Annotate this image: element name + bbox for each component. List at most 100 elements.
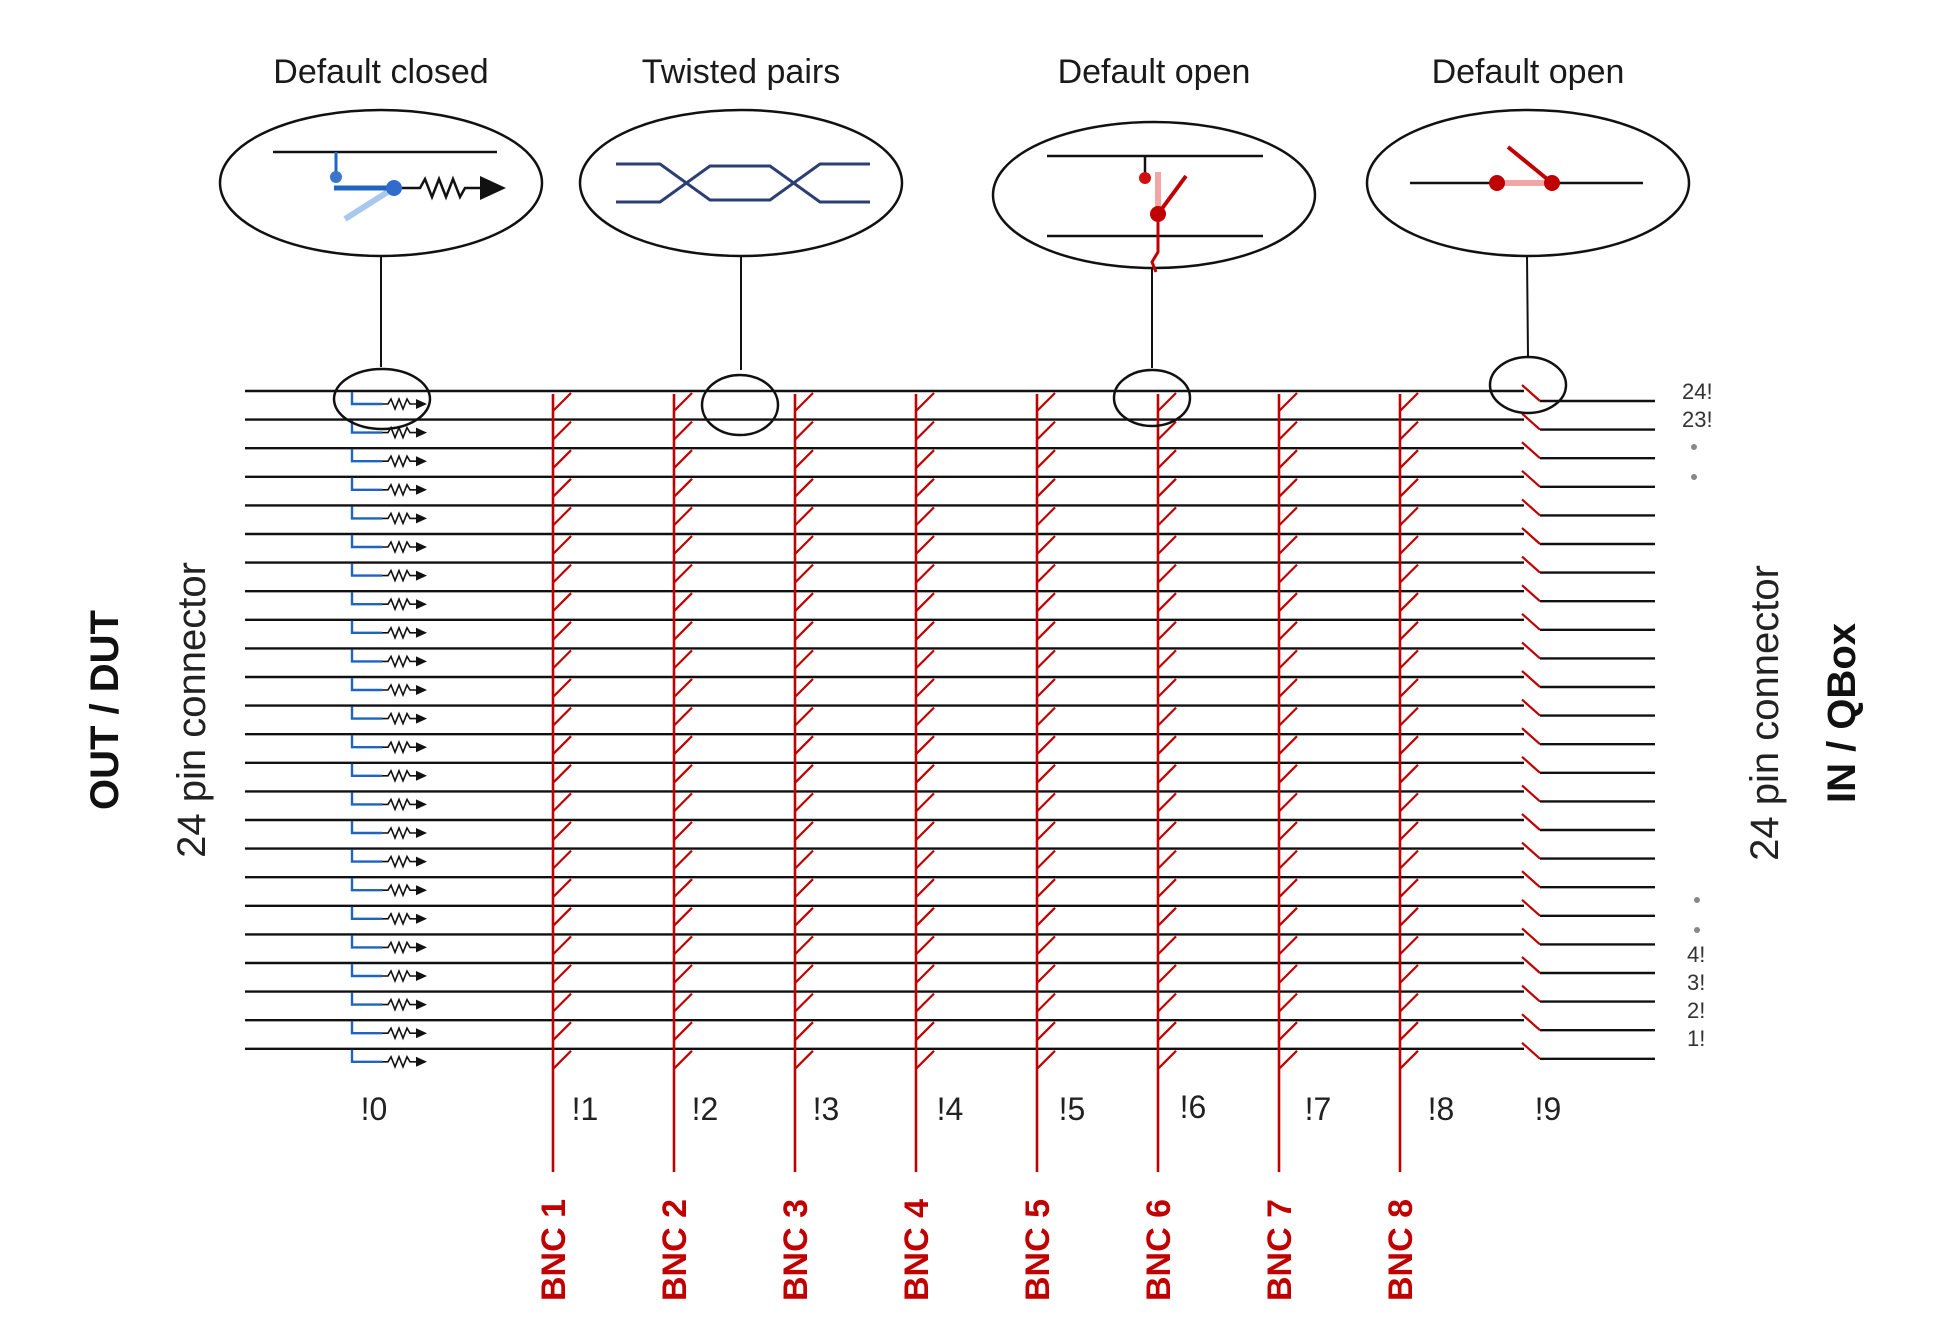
resistor-switch-lead <box>350 935 382 949</box>
resistor-symbol <box>382 997 417 1012</box>
resistor-arrow <box>416 971 427 981</box>
bnc-switch-blade <box>1278 878 1298 898</box>
resistor-arrow <box>416 885 427 896</box>
bnc-switch-blade <box>1278 621 1298 641</box>
resistor-switch-lead <box>350 878 382 892</box>
bnc-switch-blade <box>1036 849 1056 870</box>
resistor-arrow <box>416 570 427 581</box>
resistor-symbol <box>382 911 417 926</box>
resistor-switch-lead <box>350 535 382 549</box>
bnc-switch-blade <box>1278 535 1298 555</box>
resistor-switch-lead <box>350 392 382 406</box>
resistor-symbol <box>382 711 417 726</box>
bnc-switch-blade <box>1036 449 1056 469</box>
resistor-switch-lead <box>350 592 382 606</box>
bnc-switch-blade <box>794 992 814 1013</box>
bnc-switch-blade <box>915 506 935 527</box>
bnc-switch-blade <box>1399 878 1419 898</box>
resistor-arrow <box>416 542 427 552</box>
line-switch-blade <box>1521 412 1541 431</box>
bnc-switch-blade <box>1036 420 1056 441</box>
resistor-symbol <box>382 597 417 612</box>
bnc-switch-blade <box>915 792 935 813</box>
bnc-switch-blade <box>794 706 814 727</box>
column-label-3: !3 <box>813 1091 840 1127</box>
bnc-switch-blade <box>1278 764 1298 784</box>
bnc-switch-blade <box>552 649 572 670</box>
line-switch-blade <box>1521 698 1541 717</box>
resistor-switch-lead <box>350 849 382 863</box>
resistor-switch-lead <box>350 620 382 634</box>
bnc-switch-blade <box>552 563 572 584</box>
resistor-arrow <box>416 942 427 953</box>
bnc-switch-blade <box>915 849 935 870</box>
line-switch-blade <box>1521 612 1541 631</box>
bnc-switch-blade <box>915 649 935 670</box>
bnc-switch-blade <box>1036 563 1056 584</box>
bnc-switch-blade <box>1399 478 1419 498</box>
bnc-switch-blade <box>552 821 572 841</box>
bnc-switch-blade <box>915 935 935 956</box>
line-switch-blade <box>1521 984 1541 1003</box>
bnc-switch-blade <box>673 992 693 1013</box>
bnc-switch-blade <box>552 935 572 956</box>
bnc-switch-blade <box>1399 935 1419 956</box>
bnc-switch-blade <box>552 1050 572 1070</box>
pin-label-23: 23! <box>1682 407 1713 432</box>
resistor-arrow <box>416 856 427 867</box>
bnc-switch-blade <box>1278 964 1298 984</box>
bnc-switch-blade <box>915 420 935 441</box>
line-switch-blade <box>1521 555 1541 574</box>
bnc-switch-blade <box>673 621 693 641</box>
column-label-8: !8 <box>1428 1091 1455 1127</box>
bnc-switch-blade <box>1036 1021 1056 1041</box>
resistor-arrow <box>416 627 427 638</box>
bnc-switch-blade <box>1278 420 1298 441</box>
bnc-switch-blade <box>1036 478 1056 498</box>
callout-default-closed <box>218 108 544 258</box>
line-switch-blade <box>1521 755 1541 774</box>
bnc-switch-blade <box>794 764 814 784</box>
bnc-switch-blade <box>1399 649 1419 670</box>
line-switch-blade <box>1521 927 1541 946</box>
bnc-switch-blade <box>1036 792 1056 813</box>
column-label-5: !5 <box>1059 1091 1086 1127</box>
bnc-switch-blade <box>1278 935 1298 956</box>
resistor-arrow <box>416 742 427 753</box>
resistor-switch-lead <box>350 763 382 777</box>
bnc-switch-blade <box>1157 621 1177 641</box>
bnc-switch-blade <box>915 1021 935 1041</box>
bnc-switch-blade <box>673 649 693 670</box>
resistor-symbol <box>382 396 417 412</box>
bnc-switch-blade <box>794 1050 814 1070</box>
pin-ellipsis-dot <box>1694 897 1700 903</box>
bnc-switch-blade <box>673 563 693 584</box>
resistor-symbol <box>382 825 417 841</box>
bnc-switch-blade <box>1157 563 1177 584</box>
right-side-title: IN / QBox <box>1820 623 1864 803</box>
bnc-switch-blade <box>1157 649 1177 670</box>
resistor-switch-lead <box>350 821 382 835</box>
resistor-arrow <box>416 713 427 724</box>
bnc-switch-blade <box>673 706 693 727</box>
resistor-arrow <box>416 999 427 1010</box>
bnc-switch-blade <box>1399 849 1419 870</box>
bnc-switch-blade <box>1157 392 1177 412</box>
bnc-switch-blade <box>1036 907 1056 927</box>
resistor-switch-lead <box>350 706 382 720</box>
line-switch-blade <box>1521 1041 1541 1060</box>
bnc-switch-blade <box>794 964 814 984</box>
line-switch-blade <box>1521 384 1541 402</box>
resistor-switch-lead <box>350 1021 382 1035</box>
bnc-switch-blade <box>794 392 814 412</box>
resistor-switch-lead <box>350 792 382 806</box>
bnc-switch-blade <box>552 764 572 784</box>
bnc-switch-blade <box>552 420 572 441</box>
resistor-arrow <box>416 828 427 838</box>
pin-label-1: 1! <box>1687 1026 1705 1051</box>
bnc-switch-blade <box>1036 735 1056 755</box>
bnc-switch-blade <box>673 821 693 841</box>
resistor-symbol <box>382 682 417 698</box>
resistor-switch-lead <box>350 449 382 463</box>
bnc-switch-blade <box>794 678 814 698</box>
